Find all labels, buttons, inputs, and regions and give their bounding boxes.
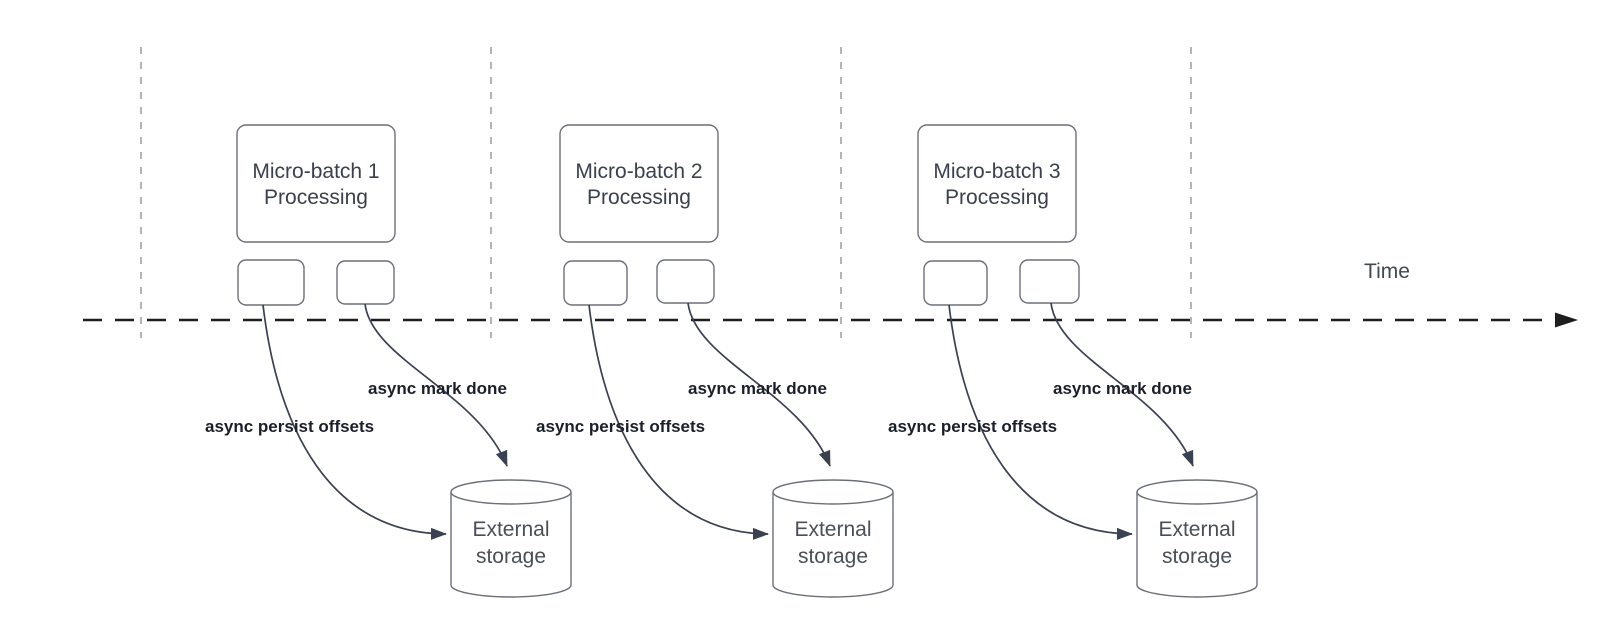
time-axis-arrowhead-icon xyxy=(1555,312,1578,328)
microbatch-1-title-line2: Processing xyxy=(264,186,368,209)
external-storage-2-database-icon: External storage xyxy=(772,479,894,598)
microbatch-2-persist-offsets-label: async persist offsets xyxy=(536,417,705,436)
microbatch-1-box xyxy=(236,124,396,243)
external-storage-3-label-line2: storage xyxy=(1162,545,1232,568)
external-storage-2-label-line1: External xyxy=(794,518,871,541)
microbatch-1-persist-offsets-label: async persist offsets xyxy=(205,417,374,436)
time-axis-label: Time xyxy=(1364,260,1410,283)
external-storage-3-database-icon: External storage xyxy=(1136,479,1258,598)
microbatch-1-task-box-persist xyxy=(237,259,305,306)
time-axis: Time xyxy=(83,260,1578,328)
external-storage-3-cylinder-top xyxy=(1136,479,1258,505)
microbatch-group-3: Micro-batch 3 Processing async persist o… xyxy=(888,124,1258,598)
microbatch-3-mark-done-label: async mark done xyxy=(1053,379,1192,398)
microbatch-2-mark-done-label: async mark done xyxy=(688,379,827,398)
microbatch-2-persist-offsets-arrow xyxy=(588,304,769,540)
microbatch-2-title-line1: Micro-batch 2 xyxy=(575,160,702,183)
external-storage-1-cylinder-top xyxy=(450,479,572,505)
microbatch-3-box xyxy=(917,124,1077,243)
external-storage-1-cylinder-body xyxy=(450,492,572,598)
external-storage-1-database-icon: External storage xyxy=(450,479,572,598)
microbatch-1-persist-offsets-arrow xyxy=(262,304,447,540)
microbatch-3-task-box-done xyxy=(1019,259,1080,304)
microbatch-2-mark-done-arrow xyxy=(687,302,831,467)
microbatch-2-task-box-done xyxy=(656,259,715,304)
external-storage-3-cylinder-body xyxy=(1136,492,1258,598)
external-storage-2-cylinder-top xyxy=(772,479,894,505)
microbatch-3-title-line2: Processing xyxy=(945,186,1049,209)
microbatch-2-title-line2: Processing xyxy=(587,186,691,209)
microbatch-1-mark-done-label: async mark done xyxy=(368,379,507,398)
external-storage-1-label-line1: External xyxy=(472,518,549,541)
microbatch-3-task-box-persist xyxy=(923,260,988,306)
microbatch-group-2: Micro-batch 2 Processing async persist o… xyxy=(536,124,894,598)
microbatch-3-persist-offsets-label: async persist offsets xyxy=(888,417,1057,436)
time-interval-guides xyxy=(140,47,1192,338)
external-storage-2-label-line2: storage xyxy=(798,545,868,568)
microbatch-group-1: Micro-batch 1 Processing async persist o… xyxy=(205,124,572,598)
microbatch-2-box xyxy=(559,124,719,243)
external-storage-2-cylinder-body xyxy=(772,492,894,598)
microbatch-1-mark-done-arrow xyxy=(364,303,508,467)
microbatch-3-mark-done-arrow xyxy=(1050,302,1194,467)
microbatch-3-persist-offsets-arrow xyxy=(948,304,1133,540)
microbatch-2-task-box-persist xyxy=(563,260,628,306)
microbatch-1-task-box-done xyxy=(336,260,395,305)
external-storage-1-label-line2: storage xyxy=(476,545,546,568)
external-storage-3-label-line1: External xyxy=(1158,518,1235,541)
microbatch-1-title-line1: Micro-batch 1 xyxy=(252,160,379,183)
microbatch-3-title-line1: Micro-batch 3 xyxy=(933,160,1060,183)
